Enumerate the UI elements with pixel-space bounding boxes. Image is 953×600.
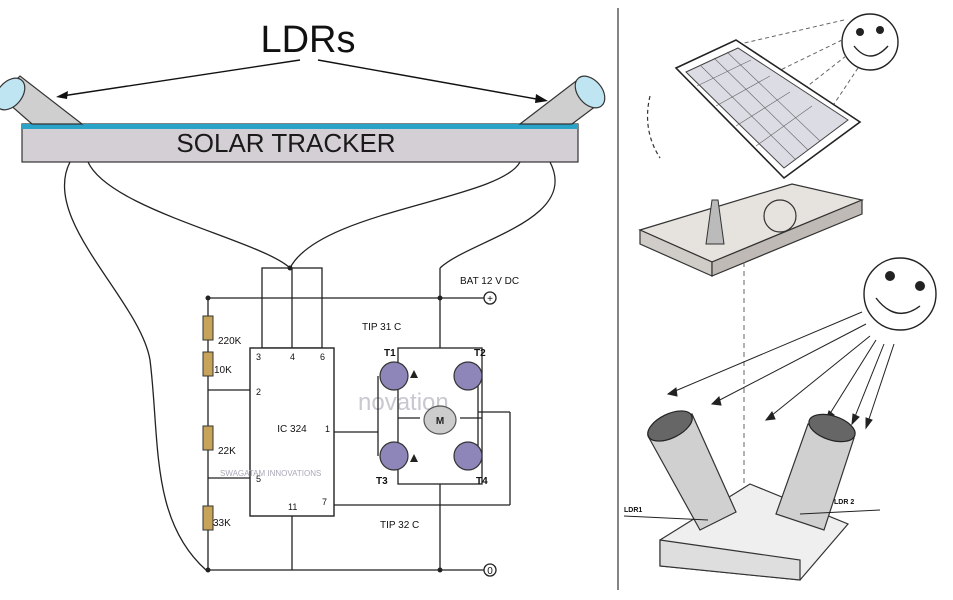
svg-text:M: M [436, 416, 444, 427]
resistor-10k: 10K [202, 351, 232, 377]
ldrs-heading: LDRs [260, 19, 355, 61]
tracker-bar: SOLAR TRACKER [21, 123, 579, 163]
transistor-t1: T1 [379, 348, 409, 391]
tip32c-label: TIP 32 C [380, 520, 419, 531]
ldr-tube-right [518, 75, 606, 125]
heading-arrows [56, 59, 548, 103]
svg-text:T4: T4 [476, 476, 488, 487]
svg-text:220K: 220K [218, 336, 242, 347]
tip31c-label: TIP 31 C [362, 322, 401, 333]
ic-pin-5: 5 [256, 474, 261, 484]
plus-terminal: + [483, 291, 497, 305]
transistor-t4: T4 [453, 441, 488, 487]
ldr-wires [63, 161, 556, 571]
sun-rays-dashed [739, 19, 859, 111]
transistor-t3: T3 [376, 441, 409, 487]
svg-text:33K: 33K [213, 518, 231, 529]
ldr-housing-illustration: LDR1 LDR 2 [623, 410, 881, 581]
junction-dots [205, 295, 443, 573]
ic-pin-7: 7 [322, 497, 327, 507]
resistor-220k: 220K [202, 315, 242, 347]
ic-pin-11: 11 [288, 502, 297, 512]
svg-text:+: + [487, 294, 493, 305]
ic-pin-3: 3 [256, 352, 261, 362]
ic-324: IC 324 3 4 6 2 1 5 11 7 SWAGATAM INNOVAT… [220, 347, 335, 517]
svg-text:T2: T2 [474, 348, 486, 359]
battery-label: BAT 12 V DC [460, 276, 519, 287]
svg-text:0: 0 [487, 566, 493, 577]
transistor-t2: T2 [453, 348, 486, 391]
solar-panel-mount-illustration [638, 39, 864, 277]
light-rays [666, 311, 895, 430]
sun-face-icon [863, 257, 937, 331]
tracker-bar-label: SOLAR TRACKER [176, 128, 395, 158]
ic-pin-4: 4 [290, 352, 295, 362]
ground-terminal: 0 [483, 563, 497, 577]
ic-pin-wiring [208, 389, 511, 570]
svg-text:22K: 22K [218, 446, 236, 457]
ldr-tube-left [0, 75, 84, 125]
ldr2-label: LDR 2 [834, 499, 854, 506]
h-bridge: TIP 31 C TIP 32 C novation T1 [358, 298, 488, 570]
ic-label: IC 324 [277, 424, 307, 435]
illustration-panel: LDR1 LDR 2 [623, 13, 937, 581]
sun-face-icon [841, 13, 899, 71]
resistor-22k: 22K [202, 425, 236, 457]
svg-text:T3: T3 [376, 476, 388, 487]
resistor-33k: 33K [202, 505, 231, 531]
ic-pin-2: 2 [256, 387, 261, 397]
svg-text:T1: T1 [384, 348, 396, 359]
ldr1-label: LDR1 [624, 507, 642, 514]
schematic-panel: LDRs SOLAR TRACKER [0, 19, 606, 577]
svg-text:10K: 10K [214, 365, 232, 376]
motor: M [423, 405, 457, 435]
ic-pin-1: 1 [325, 424, 330, 434]
ic-top-wiring [261, 265, 323, 349]
ic-pin-6: 6 [320, 352, 325, 362]
ic-watermark: SWAGATAM INNOVATIONS [220, 469, 321, 478]
